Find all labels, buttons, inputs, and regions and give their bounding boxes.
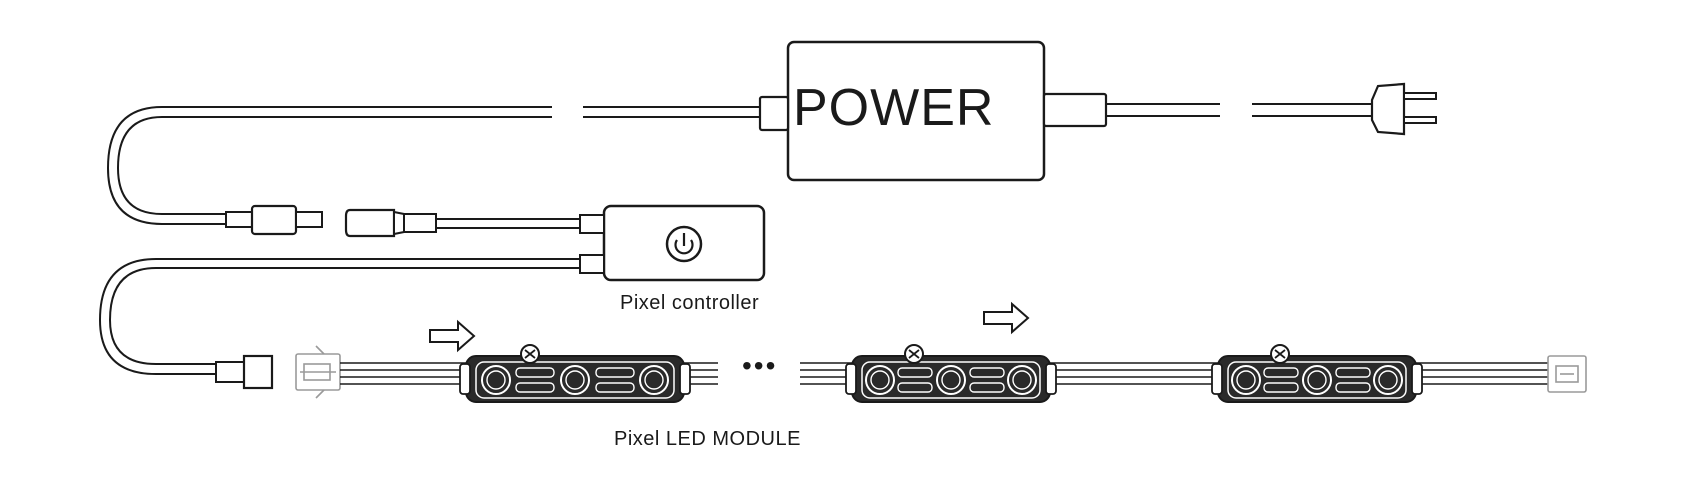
- module-input-connector: [295, 345, 341, 399]
- controller-input-cable: [436, 218, 580, 229]
- power-supply: [758, 40, 1108, 182]
- controller-output-cable: [98, 258, 580, 375]
- output-connector: [215, 354, 274, 390]
- dc-connector: [225, 204, 437, 238]
- arrow-right-icon: [429, 319, 476, 353]
- continuation-ellipsis: •••: [742, 350, 778, 381]
- dc-cable: [106, 106, 760, 225]
- power-button-icon: [665, 225, 703, 263]
- ac-plug-icon: [1370, 82, 1437, 136]
- pixel-controller-label: Pixel controller: [620, 292, 760, 314]
- led-module-3: [1211, 344, 1423, 403]
- power-supply-label: POWER: [793, 79, 995, 137]
- arrow-right-icon: [983, 301, 1030, 335]
- led-module-2: [845, 344, 1057, 403]
- module-output-connector: [1547, 355, 1587, 393]
- ac-cable: [1106, 103, 1372, 117]
- pixel-led-module-label: Pixel LED MODULE: [614, 428, 801, 450]
- led-module-1: [459, 344, 691, 403]
